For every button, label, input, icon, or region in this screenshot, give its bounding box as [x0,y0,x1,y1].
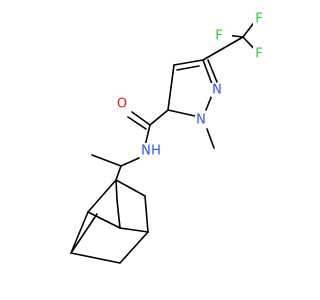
bond-ad-1 [115,179,146,197]
bond-c4-c5 [167,64,175,111]
bond-carbonyl-n [144,124,151,147]
fluorine-label-3: F [255,47,262,62]
bond-ad-8 [116,199,121,229]
bond-co-2 [127,116,147,130]
bond-cf3-ring [202,36,244,61]
bond-n2-c3-inner [207,59,218,83]
bond-ad-3 [119,231,149,264]
bond-ad-5 [70,211,89,254]
bond-c3-c4-inner [176,65,200,71]
fluorine-label-2: F [255,12,262,27]
bond-co-1 [131,111,151,126]
bond-ch-methyl [91,154,122,167]
bond-ad-6 [70,252,121,264]
bond-ad-4 [87,179,117,213]
structure-diagram: F F F N N O N H [70,11,265,264]
bond-ch-adamantyl [115,165,122,181]
bond-ad-2 [144,195,149,233]
carbonyl-oxygen-label: O [117,97,127,112]
molecule-canvas: F F F N N O N H [70,11,265,264]
fluorine-label-1: F [215,29,222,44]
bond-n1-methyl [206,128,215,149]
bond-ad-11 [70,213,98,254]
bond-ad-7 [115,179,118,201]
amide-hydrogen-label: H [151,144,161,159]
bond-ad-10 [87,211,121,229]
bond-n-ch [120,157,140,167]
bond-n2-c3 [202,59,213,85]
bond-c5-n1 [167,109,196,117]
amide-nitrogen-label: N [141,144,151,159]
pyrazole-nitrogen-2-label: N [212,83,222,98]
pyrazole-nitrogen-1-label: N [196,113,206,128]
bond-c3-c4 [173,59,204,66]
bond-c5-carbonyl [149,109,169,126]
bond-layer [70,19,258,264]
atom-label-layer: F F F N N O N H [116,12,265,159]
bond-ad-9 [119,227,149,233]
